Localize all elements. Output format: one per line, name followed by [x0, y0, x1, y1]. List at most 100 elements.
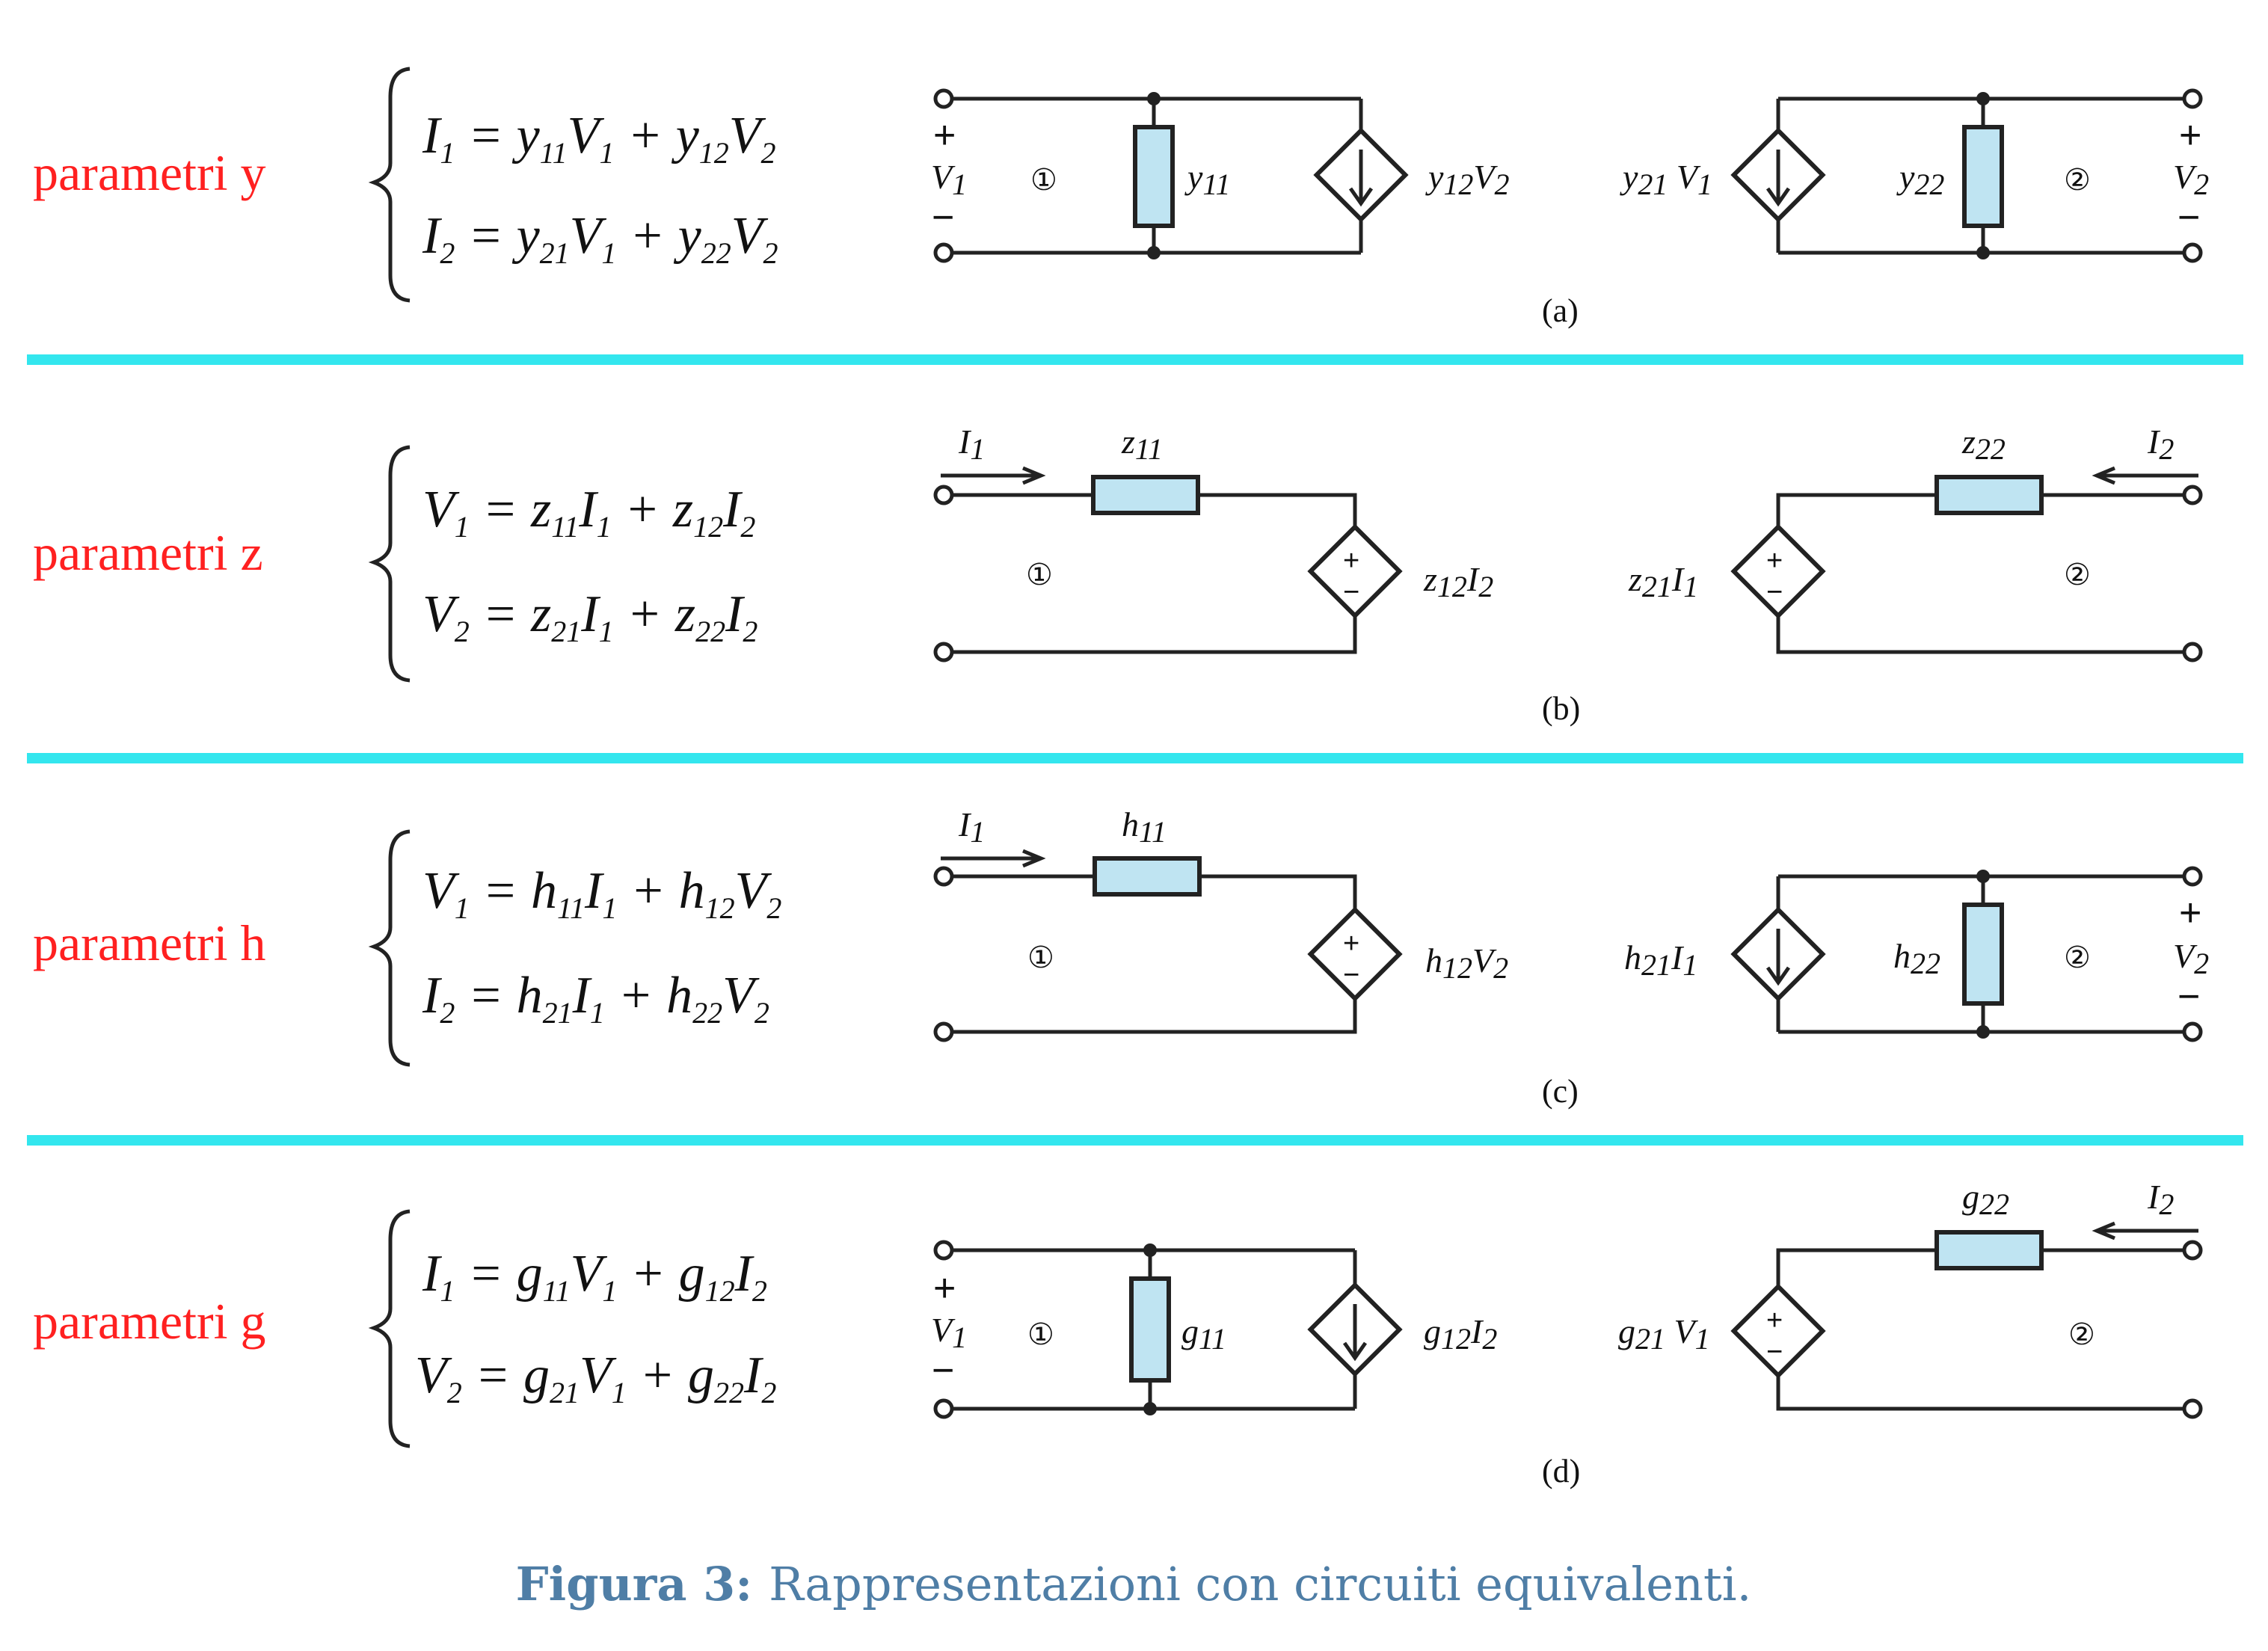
svg-text:+: + — [2179, 114, 2201, 157]
circuit-left: + − I1 h11 ① h12V2 — [933, 805, 1508, 1042]
section-label: parametri g — [33, 1293, 266, 1350]
y11-label: y11 — [1184, 158, 1230, 201]
svg-text:V1: V1 — [931, 158, 967, 201]
svg-text:+: + — [2179, 891, 2201, 935]
circuit-right: + V2 − h21I1 h22 ② — [1624, 866, 2209, 1042]
port-2-label: ② — [2064, 559, 2091, 591]
svg-text:+: + — [1343, 545, 1359, 577]
svg-text:−: − — [932, 1349, 954, 1392]
separator-1 — [27, 354, 2243, 365]
brace — [368, 67, 411, 303]
subfigure-tag: (d) — [1542, 1453, 1580, 1489]
terminal — [2182, 485, 2203, 505]
I1-label: I1 — [958, 805, 985, 849]
port-1-label: ① — [1027, 941, 1054, 974]
svg-text:+: + — [1343, 928, 1359, 959]
svg-text:−: − — [1766, 577, 1783, 608]
brace — [368, 829, 411, 1067]
svg-text:−: − — [2178, 975, 2200, 1018]
terminal — [2182, 88, 2203, 109]
down-arrow-icon — [1348, 150, 1374, 207]
equation-2: I2 = y21V1 + y22V2 — [422, 207, 778, 270]
circuit-right: + − I2 g22 g21 V1 ② — [1618, 1178, 2203, 1419]
equation-1: V1 = h11I1 + h12V2 — [422, 862, 781, 925]
g21V1-label: g21 V1 — [1618, 1312, 1710, 1356]
svg-text:−: − — [1343, 959, 1359, 991]
separator-2 — [27, 753, 2243, 763]
svg-text:−: − — [1343, 577, 1359, 608]
g11-label: g11 — [1181, 1312, 1226, 1356]
h12V2-label: h12V2 — [1425, 941, 1508, 985]
terminal — [933, 485, 954, 505]
resistor-y22 — [1962, 125, 2004, 228]
port-2-label: ② — [2064, 941, 2091, 974]
section-y-parameters: parametri y I1 = y11V1 + y12V2 I2 = y21V… — [33, 67, 2209, 329]
section-label: parametri z — [33, 524, 263, 581]
port-2-label: ② — [2068, 1318, 2095, 1351]
down-arrow-icon — [1765, 150, 1791, 207]
subfigure-tag: (c) — [1542, 1073, 1579, 1110]
h21I1-label: h21I1 — [1624, 938, 1697, 982]
z11-label: z11 — [1121, 422, 1163, 466]
terminal — [933, 642, 954, 662]
terminal — [933, 88, 954, 109]
right-arrow-icon — [941, 849, 1046, 868]
svg-text:V1: V1 — [931, 1311, 967, 1354]
resistor-h11 — [1092, 856, 1202, 897]
section-label: parametri h — [33, 914, 266, 971]
terminal — [2182, 866, 2203, 887]
equation-2: V2 = g21V1 + g22I2 — [415, 1347, 776, 1409]
brace — [368, 1209, 411, 1448]
resistor-z11 — [1091, 475, 1200, 515]
subfigure-tag: (b) — [1542, 690, 1580, 727]
z22-label: z22 — [1961, 422, 2006, 466]
resistor-g22 — [1934, 1230, 2044, 1270]
y22-label: y22 — [1896, 158, 1944, 201]
g12I2-label: g12I2 — [1424, 1312, 1497, 1356]
circuit-right: + − I2 z22 z21I1 ② — [1628, 422, 2203, 662]
svg-text:−: − — [932, 196, 954, 239]
svg-text:−: − — [2178, 196, 2200, 239]
voltage-source-h12 — [1307, 906, 1403, 1002]
terminal — [2182, 1021, 2203, 1042]
svg-text:+: + — [1766, 1305, 1783, 1336]
right-arrow-icon — [941, 466, 1046, 485]
I2-label: I2 — [2147, 1178, 2174, 1221]
down-arrow-icon — [1765, 929, 1791, 986]
terminal — [933, 1398, 954, 1419]
terminal — [2182, 642, 2203, 662]
equation-2: I2 = h21I1 + h22V2 — [422, 967, 769, 1030]
svg-text:+: + — [933, 1267, 956, 1310]
terminal — [933, 1021, 954, 1042]
svg-text:+: + — [933, 114, 956, 157]
g22-label: g22 — [1962, 1178, 2009, 1221]
section-g-parameters: parametri g I1 = g11V1 + g12I2 V2 = g21V… — [33, 1178, 2203, 1489]
circuit-left: + − I1 z11 ① z12I2 — [933, 422, 1493, 662]
resistor-y11 — [1133, 125, 1175, 228]
y12V2-label: y12V2 — [1425, 158, 1510, 201]
subfigure-tag: (a) — [1542, 292, 1579, 329]
caption-text: Rappresentazioni con circuiti equivalent… — [769, 1557, 1751, 1611]
equation-1: I1 = g11V1 + g12I2 — [422, 1245, 767, 1308]
port-2-label: ② — [2064, 164, 2091, 197]
h11-label: h11 — [1122, 805, 1167, 849]
circuit-left: + V1 − ① g11 g12I2 — [931, 1240, 1497, 1419]
terminal — [933, 242, 954, 263]
y21V1-label: y21 V1 — [1620, 158, 1712, 201]
svg-text:V2: V2 — [2173, 158, 2209, 201]
figure-caption: Figura 3: Rappresentazioni con circuiti … — [516, 1557, 1752, 1611]
terminal — [933, 866, 954, 887]
port-1-label: ① — [1026, 559, 1053, 591]
h22-label: h22 — [1893, 937, 1940, 980]
port-1-label: ① — [1030, 164, 1057, 197]
voltage-source-z21 — [1730, 523, 1826, 619]
port-1-label: ① — [1027, 1318, 1054, 1351]
I2-label: I2 — [2147, 422, 2174, 466]
svg-text:V2: V2 — [2173, 937, 2209, 980]
down-arrow-icon — [1342, 1304, 1368, 1362]
resistor-g11 — [1129, 1276, 1171, 1383]
circuit-left: + V1 − ① y11 y12V2 — [931, 88, 1510, 263]
z21I1-label: z21I1 — [1628, 560, 1698, 603]
I1-label: I1 — [958, 422, 985, 466]
circuit-right: + V2 − y21 V1 y22 ② — [1620, 88, 2209, 263]
